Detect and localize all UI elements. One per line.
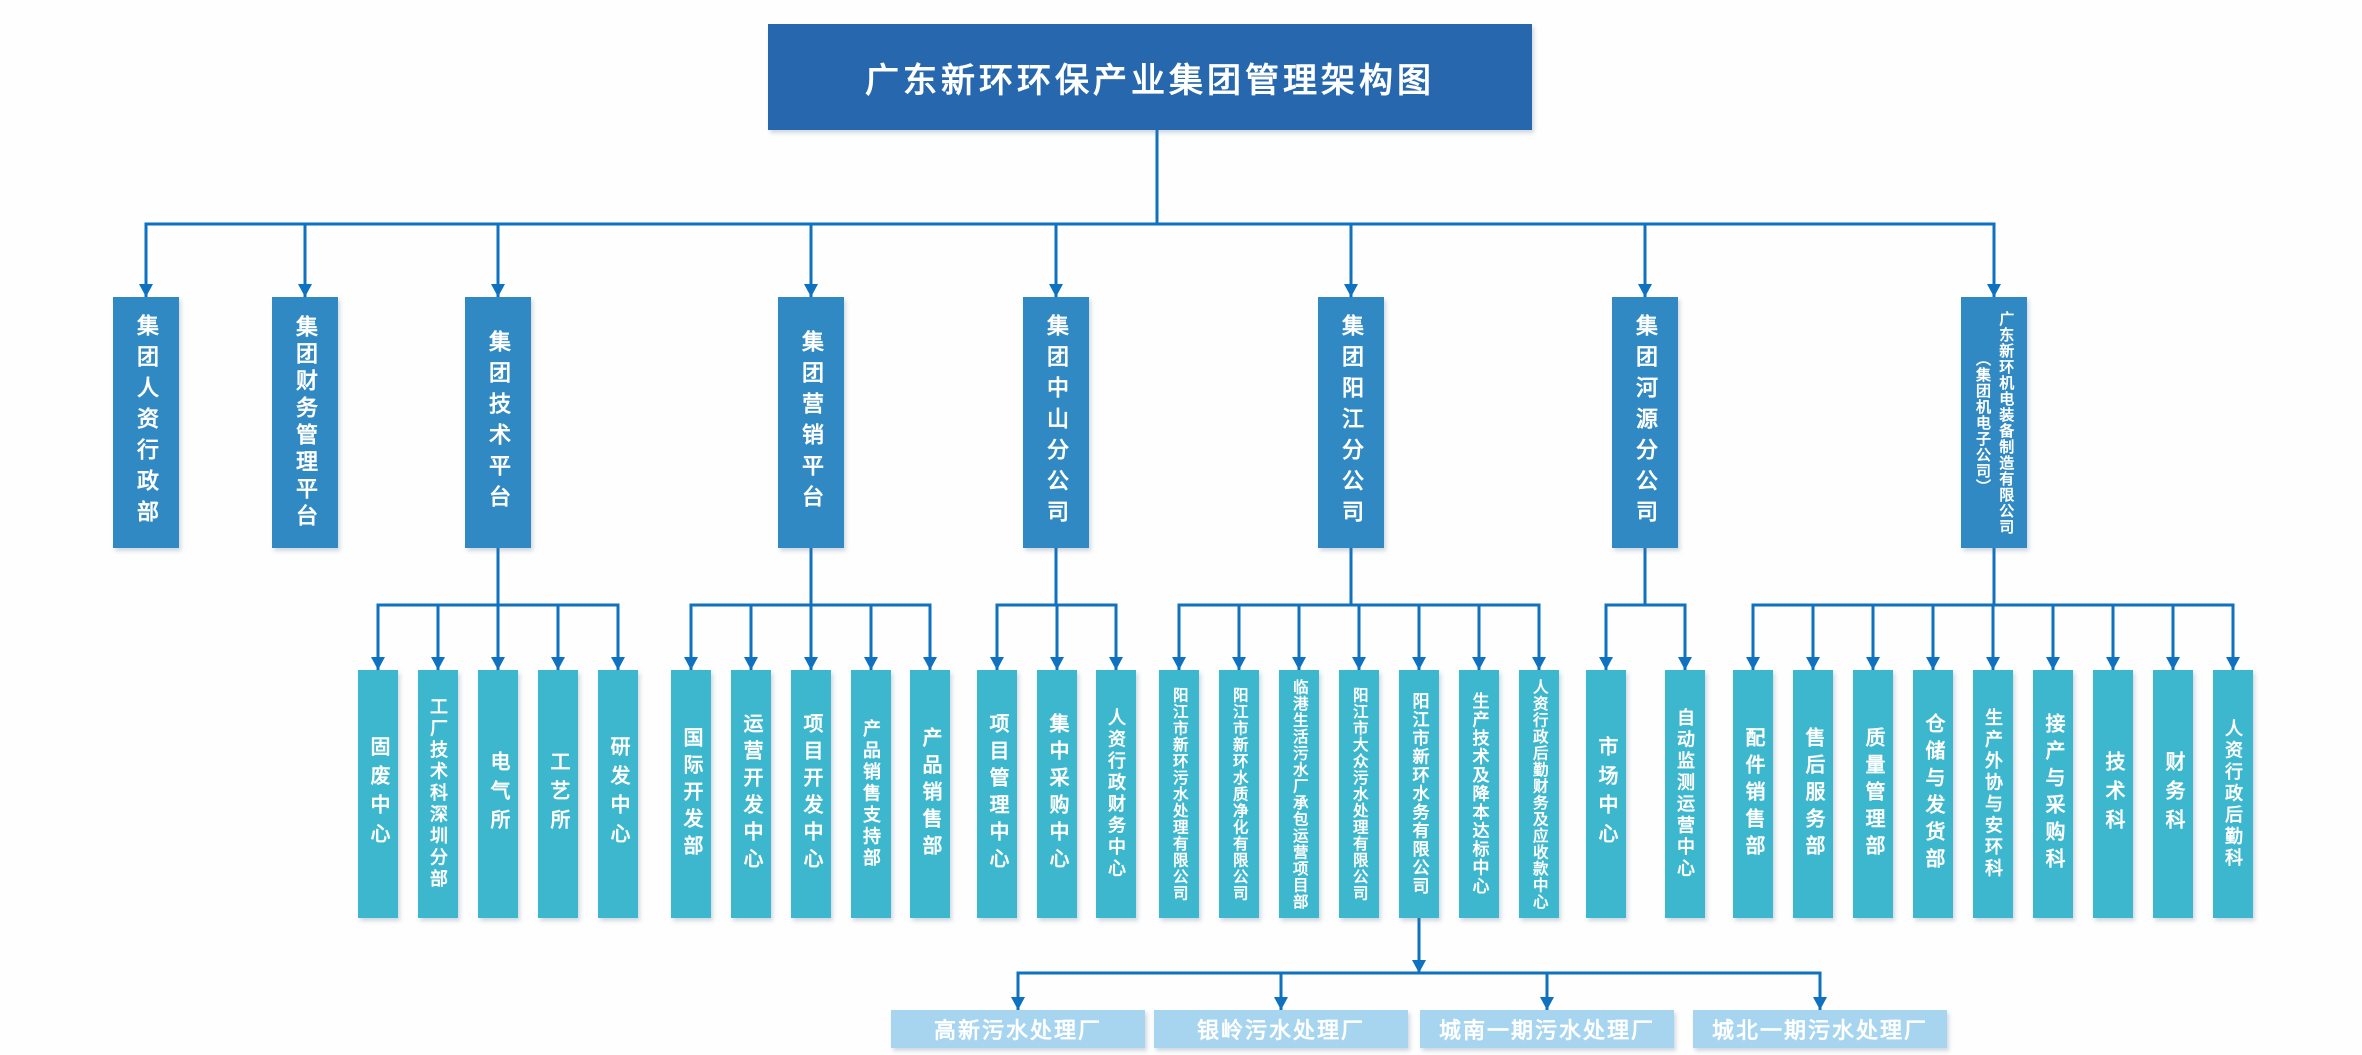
hr-admin-logistics-finance-receivables-center-label: 人资行政后勤财务及应收款中心 — [1530, 678, 1548, 910]
process-institute: 工艺所 — [538, 670, 578, 918]
project-development-center: 项目开发中心 — [791, 670, 831, 918]
group-hr-admin-dept-label: 集团人资行政部 — [134, 314, 159, 531]
solid-waste-center-label: 固废中心 — [367, 736, 389, 852]
group-yangjiang-branch: 集团阳江分公司 — [1318, 297, 1384, 548]
project-mgmt-center: 项目管理中心 — [977, 670, 1017, 918]
central-procurement-center: 集中采购中心 — [1037, 670, 1077, 918]
quality-mgmt-dept: 质量管理部 — [1853, 670, 1893, 918]
operation-development-center: 运营开发中心 — [731, 670, 771, 918]
technology-dept-label: 技术科 — [2102, 750, 2124, 838]
group-heyuan-branch-label: 集团河源分公司 — [1633, 314, 1658, 531]
operation-development-center-label: 运营开发中心 — [740, 713, 762, 875]
group-tech-platform: 集团技术平台 — [465, 297, 531, 548]
product-sales-dept-label: 产品销售部 — [919, 726, 941, 862]
yj-xinhuan-sewage-treatment-co: 阳江市新环污水处理有限公司 — [1159, 670, 1199, 918]
product-sales-dept: 产品销售部 — [910, 670, 950, 918]
finance-dept-label: 财务科 — [2162, 750, 2184, 838]
electrical-institute-label: 电气所 — [487, 750, 509, 838]
group-zhongshan-branch: 集团中山分公司 — [1023, 297, 1089, 548]
chengbei-phase1-sewage-plant: 城北一期污水处理厂 — [1693, 1010, 1947, 1048]
chart-title-label: 广东新环环保产业集团管理架构图 — [865, 61, 1435, 100]
group-finance-mgmt-platform: 集团财务管理平台 — [272, 297, 338, 548]
hr-admin-finance-center: 人资行政财务中心 — [1096, 670, 1136, 918]
lingang-sewage-plant-operation-dept: 临港生活污水厂承包运营项目部 — [1279, 670, 1319, 918]
auto-monitoring-operation-center-label: 自动监测运营中心 — [1675, 708, 1695, 880]
process-institute-label: 工艺所 — [547, 750, 569, 838]
warehouse-shipping-dept: 仓储与发货部 — [1913, 670, 1953, 918]
yinling-sewage-plant: 银岭污水处理厂 — [1154, 1010, 1408, 1048]
after-sales-service-dept-label: 售后服务部 — [1802, 726, 1824, 862]
yj-xinhuan-sewage-treatment-co-label: 阳江市新环污水处理有限公司 — [1170, 686, 1188, 902]
yj-dazhong-sewage-treatment-co-label: 阳江市大众污水处理有限公司 — [1350, 686, 1368, 902]
hr-admin-logistics-finance-receivables-center: 人资行政后勤财务及应收款中心 — [1519, 670, 1559, 918]
product-sales-support-dept: 产品销售支持部 — [851, 670, 891, 918]
hr-admin-logistics-dept-label: 人资行政后勤科 — [2223, 718, 2243, 870]
yinling-sewage-plant-label: 银岭污水处理厂 — [1196, 1018, 1365, 1043]
production-tech-cost-reduction-center: 生产技术及降本达标中心 — [1459, 670, 1499, 918]
after-sales-service-dept: 售后服务部 — [1793, 670, 1833, 918]
lingang-sewage-plant-operation-dept-label: 临港生活污水厂承包运营项目部 — [1290, 678, 1308, 910]
production-outsourcing-safety-env-dept: 生产外协与安环科 — [1973, 670, 2013, 918]
production-takeover-procurement-dept-label: 接产与采购科 — [2042, 713, 2064, 875]
yj-xinhuan-water-purification-co: 阳江市新环水质净化有限公司 — [1219, 670, 1259, 918]
chengnan-phase1-sewage-plant: 城南一期污水处理厂 — [1420, 1010, 1674, 1048]
chart-title: 广东新环环保产业集团管理架构图 — [768, 24, 1532, 130]
yj-xinhuan-water-affairs-co-label: 阳江市新环水务有限公司 — [1409, 692, 1429, 896]
warehouse-shipping-dept-label: 仓储与发货部 — [1922, 713, 1944, 875]
auto-monitoring-operation-center: 自动监测运营中心 — [1665, 670, 1705, 918]
parts-sales-dept-label: 配件销售部 — [1742, 726, 1764, 862]
solid-waste-center: 固废中心 — [358, 670, 398, 918]
production-tech-cost-reduction-center-label: 生产技术及降本达标中心 — [1469, 692, 1489, 896]
yj-xinhuan-water-purification-co-label: 阳江市新环水质净化有限公司 — [1230, 686, 1248, 902]
rd-center: 研发中心 — [598, 670, 638, 918]
group-tech-platform-label: 集团技术平台 — [486, 329, 511, 516]
hr-admin-finance-center-label: 人资行政财务中心 — [1106, 708, 1126, 880]
group-heyuan-branch: 集团河源分公司 — [1612, 297, 1678, 548]
group-finance-mgmt-platform-label: 集团财务管理平台 — [293, 314, 318, 531]
project-development-center-label: 项目开发中心 — [800, 713, 822, 875]
group-zhongshan-branch-label: 集团中山分公司 — [1044, 314, 1069, 531]
product-sales-support-dept-label: 产品销售支持部 — [861, 718, 881, 870]
gaoxin-sewage-plant-label: 高新污水处理厂 — [933, 1018, 1102, 1043]
factory-tech-shenzhen-branch: 工厂技术科深圳分部 — [418, 670, 458, 918]
technology-dept: 技术科 — [2093, 670, 2133, 918]
intl-development-dept: 国际开发部 — [671, 670, 711, 918]
central-procurement-center-label: 集中采购中心 — [1046, 713, 1068, 875]
yj-dazhong-sewage-treatment-co: 阳江市大众污水处理有限公司 — [1339, 670, 1379, 918]
parts-sales-dept: 配件销售部 — [1733, 670, 1773, 918]
gaoxin-sewage-plant: 高新污水处理厂 — [891, 1010, 1145, 1048]
yj-xinhuan-water-affairs-co: 阳江市新环水务有限公司 — [1399, 670, 1439, 918]
gd-xinhuan-mech-equip-co-label: 广东新环机电装备制造有限公司（集团机电子公司） — [1974, 310, 2015, 535]
rd-center-label: 研发中心 — [607, 736, 629, 852]
chengnan-phase1-sewage-plant-label: 城南一期污水处理厂 — [1438, 1018, 1655, 1043]
intl-development-dept-label: 国际开发部 — [680, 726, 702, 862]
market-center-label: 市场中心 — [1595, 736, 1617, 852]
group-marketing-platform-label: 集团营销平台 — [799, 329, 824, 516]
group-hr-admin-dept: 集团人资行政部 — [113, 297, 179, 548]
quality-mgmt-dept-label: 质量管理部 — [1862, 726, 1884, 862]
group-yangjiang-branch-label: 集团阳江分公司 — [1339, 314, 1364, 531]
chengbei-phase1-sewage-plant-label: 城北一期污水处理厂 — [1711, 1018, 1928, 1043]
project-mgmt-center-label: 项目管理中心 — [986, 713, 1008, 875]
production-takeover-procurement-dept: 接产与采购科 — [2033, 670, 2073, 918]
market-center: 市场中心 — [1586, 670, 1626, 918]
factory-tech-shenzhen-branch-label: 工厂技术科深圳分部 — [428, 697, 448, 891]
finance-dept: 财务科 — [2153, 670, 2193, 918]
electrical-institute: 电气所 — [478, 670, 518, 918]
group-marketing-platform: 集团营销平台 — [778, 297, 844, 548]
hr-admin-logistics-dept: 人资行政后勤科 — [2213, 670, 2253, 918]
production-outsourcing-safety-env-dept-label: 生产外协与安环科 — [1983, 708, 2003, 880]
gd-xinhuan-mech-equip-co: 广东新环机电装备制造有限公司（集团机电子公司） — [1961, 297, 2027, 548]
